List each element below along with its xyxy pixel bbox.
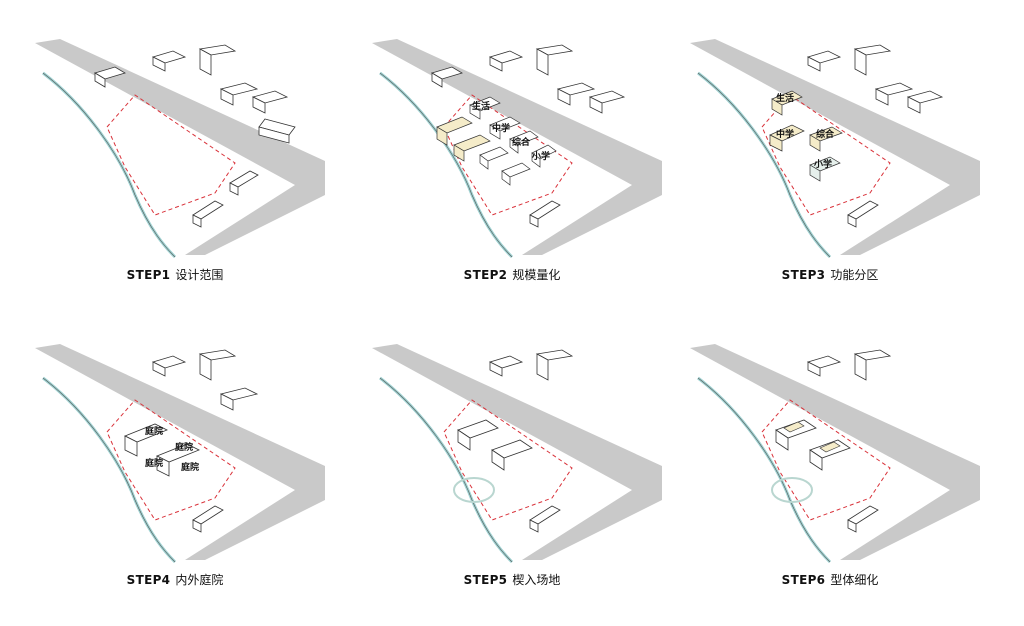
site-boundary — [443, 399, 573, 521]
step-title: 楔入场地 — [512, 573, 561, 587]
road — [690, 39, 980, 255]
road — [372, 344, 662, 560]
step-title: 内外庭院 — [175, 573, 224, 587]
panel-step4: 庭院 庭院 庭院 庭院 STEP4 内外庭院 — [25, 340, 325, 595]
block-label: 小学 — [531, 150, 550, 162]
step-title: 设计范围 — [175, 268, 224, 282]
caption-step6: STEP6 型体细化 — [680, 571, 980, 588]
site-diagram-step4: 庭院 庭院 庭院 庭院 — [35, 344, 325, 564]
road — [35, 344, 325, 560]
road — [372, 39, 662, 255]
step-title: 型体细化 — [830, 573, 879, 587]
site-diagram-step6 — [690, 344, 980, 564]
panel-step2: 生活 中学 综合 小学 STEP2 规模量化 — [362, 35, 662, 290]
step-title: 规模量化 — [512, 268, 561, 282]
courtyard-label: 庭院 — [145, 425, 163, 437]
step-id: STEP4 — [126, 573, 171, 587]
block-label: 中学 — [492, 122, 510, 134]
road — [35, 39, 325, 255]
caption-step5: STEP5 楔入场地 — [362, 571, 662, 588]
caption-step4: STEP4 内外庭院 — [25, 571, 325, 588]
courtyard-label: 庭院 — [175, 441, 193, 453]
site-boundary — [761, 399, 891, 521]
block-label: 综合 — [512, 136, 531, 148]
panel-step6: STEP6 型体细化 — [680, 340, 980, 595]
step-id: STEP5 — [463, 573, 508, 587]
site-diagram-step3: 生活 中学 综合 小学 — [690, 39, 980, 259]
step-id: STEP6 — [781, 573, 826, 587]
caption-step2: STEP2 规模量化 — [362, 266, 662, 283]
zone-label: 综合 — [816, 128, 835, 140]
zone-label: 生活 — [776, 92, 794, 104]
site-diagram-step1 — [35, 39, 325, 259]
block-label: 生活 — [472, 100, 490, 112]
step-id: STEP3 — [781, 268, 826, 282]
sports-track — [453, 477, 495, 503]
site-boundary — [106, 399, 236, 521]
caption-step3: STEP3 功能分区 — [680, 266, 980, 283]
step-title: 功能分区 — [830, 268, 879, 282]
step-id: STEP2 — [463, 268, 508, 282]
sports-track — [771, 477, 813, 503]
courtyard-label: 庭院 — [181, 461, 199, 473]
caption-step1: STEP1 设计范围 — [25, 266, 325, 283]
site-diagram-step2: 生活 中学 综合 小学 — [372, 39, 662, 259]
site-boundary — [106, 94, 236, 216]
zone-label: 小学 — [813, 158, 832, 170]
site-diagram-step5 — [372, 344, 662, 564]
zone-label: 中学 — [776, 128, 794, 140]
step-id: STEP1 — [126, 268, 171, 282]
road — [690, 344, 980, 560]
panel-step3: 生活 中学 综合 小学 STEP3 功能分区 — [680, 35, 980, 290]
site-boundary — [443, 94, 573, 216]
panel-step5: STEP5 楔入场地 — [362, 340, 662, 595]
courtyard-label: 庭院 — [145, 457, 163, 469]
panel-step1: STEP1 设计范围 — [25, 35, 325, 290]
